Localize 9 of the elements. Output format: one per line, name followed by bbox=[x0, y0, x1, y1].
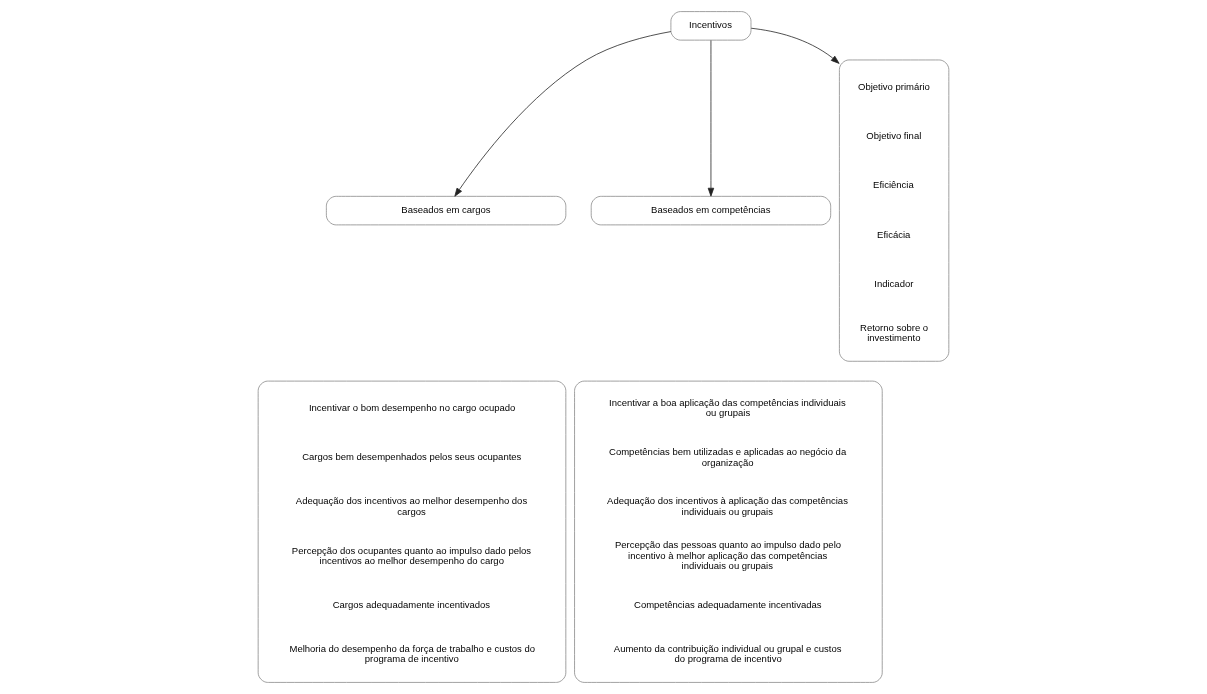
arrow bbox=[707, 40, 715, 197]
node-box: Incentivar o bom desempenho no cargo ocupado Cargos bem desempenhados pelos seus ocupantes Adequação dos incentivos ao melhor desempenho dos cargos Percepção dos ocupantes quanto ao impulso dado pelos incentivos ao melhor desempenho do cargo Cargos adequadamente incentivados Melhoria do desempenho da força de trabalho e custos do programa de incentivo bbox=[257, 380, 567, 683]
arrow bbox=[454, 31, 672, 197]
node-box: Incentivar a boa aplicação das competências individuais ou grupais Competências bem utilizadas e aplicadas ao negócio da organização Adequação dos incentivos à aplicação das competências individuais ou grupais Percepção das pessoas quanto ao impulso dado pelo incentivo à melhor aplicação das competências individuais ou grupais Competências adequadamente incentivadas Aumento da contribuição individual ou grupal e custos do programa de incentivo bbox=[574, 380, 883, 683]
node-box: Baseados em cargos bbox=[325, 195, 567, 226]
node-box: Objetivo primário Objetivo final Eficiência Eficácia Indicador Retorno sobre o investimento bbox=[839, 59, 950, 362]
arrow bbox=[750, 27, 840, 64]
node-box: Baseados em competências bbox=[590, 195, 832, 226]
node-box: Incentivos bbox=[670, 11, 752, 41]
